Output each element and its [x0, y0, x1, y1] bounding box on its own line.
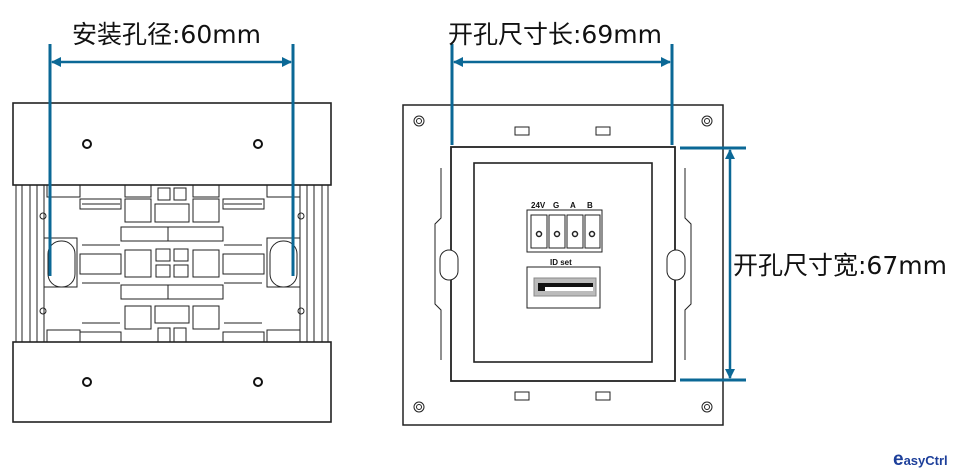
terminal-label-g: G — [553, 201, 559, 210]
bottom-cover — [12, 341, 332, 423]
mount-hole-label: 安装孔径:60mm — [72, 20, 261, 49]
terminal-label-a: A — [570, 201, 576, 210]
easyctrl-logo: easyCtrl — [893, 449, 948, 470]
mount-slot-right — [269, 240, 298, 288]
terminal-label-24v: 24V — [531, 201, 546, 210]
front-plate — [402, 104, 724, 426]
back-box — [15, 184, 329, 343]
cutout-width-label: 开孔尺寸宽:67mm — [733, 251, 947, 280]
dimension-cutout-length — [450, 44, 674, 145]
dimension-cutout-width — [680, 146, 746, 382]
mount-slot-left — [47, 240, 76, 288]
cutout-length-label: 开孔尺寸长:69mm — [448, 20, 662, 49]
top-cover — [12, 102, 332, 186]
dimension-mount-hole — [48, 44, 295, 276]
terminal-label-b: B — [587, 201, 593, 210]
id-set-label: ID set — [550, 258, 572, 267]
